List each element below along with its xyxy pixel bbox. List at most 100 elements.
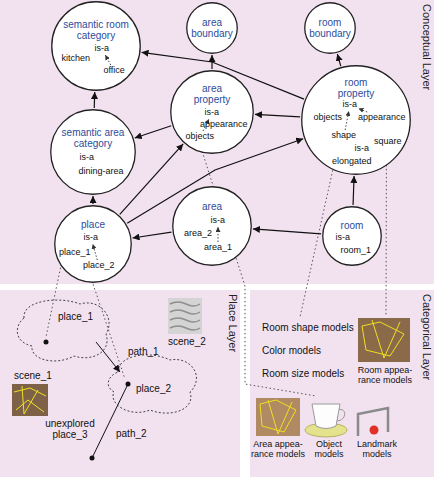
appearance-image bbox=[256, 398, 300, 436]
appearance-image bbox=[358, 318, 410, 362]
concept-arrow bbox=[92, 196, 93, 204]
leader-line bbox=[300, 143, 339, 317]
layer-title: Place Layer bbox=[226, 294, 239, 352]
scene-feature bbox=[22, 386, 38, 414]
concept-arrow bbox=[135, 126, 172, 138]
concept-name: area bbox=[187, 201, 237, 212]
instance-label: square bbox=[374, 137, 402, 147]
model-label: Landmark models bbox=[352, 440, 402, 460]
concept-arrow bbox=[211, 55, 212, 69]
concept-name: room boundary bbox=[305, 17, 355, 39]
concept-arrow bbox=[255, 114, 300, 117]
appearance-feature bbox=[268, 400, 292, 434]
circle-outline bbox=[172, 186, 252, 266]
instance-label: place_1 bbox=[59, 248, 91, 258]
place-dot bbox=[44, 340, 49, 345]
instance-label: place_2 bbox=[83, 261, 115, 271]
place-region bbox=[108, 355, 196, 413]
appearance-feature bbox=[372, 320, 400, 358]
circle-shape bbox=[173, 187, 252, 266]
concept-circle: room propertyobjectsis-aappearanceshapei… bbox=[301, 65, 411, 175]
instance-label: room_1 bbox=[341, 246, 372, 256]
concept-name: room property bbox=[331, 77, 381, 99]
circle-shape bbox=[52, 2, 141, 91]
concept-arrow bbox=[337, 54, 340, 66]
landmark-icon bbox=[358, 408, 388, 436]
isa-arrow bbox=[359, 108, 368, 112]
scene-image bbox=[168, 298, 202, 334]
instance-label: appearance bbox=[200, 120, 248, 130]
concept-arrow bbox=[94, 92, 96, 108]
layer-band: Place Layer bbox=[0, 290, 240, 477]
concept-arrow bbox=[133, 232, 172, 238]
path-arrow bbox=[96, 342, 120, 372]
model-label: Room appea- rance models bbox=[356, 366, 414, 386]
isa-arrow bbox=[93, 244, 98, 260]
circle-shape bbox=[302, 66, 411, 175]
instance-label: area_1 bbox=[204, 243, 232, 253]
model-label: Room size models bbox=[262, 368, 344, 379]
isa-arrow bbox=[345, 111, 349, 130]
concept-circle: area boundary bbox=[186, 2, 238, 54]
cup-handle bbox=[337, 409, 345, 421]
place-region bbox=[17, 300, 109, 361]
isa-label: is-a bbox=[343, 100, 358, 110]
concept-arrow bbox=[127, 139, 303, 224]
isa-label: is-a bbox=[205, 108, 220, 118]
path-line bbox=[92, 384, 128, 458]
concept-arrow bbox=[353, 176, 354, 205]
instance-label: appearance bbox=[358, 113, 406, 123]
instance-label: objects bbox=[186, 132, 215, 142]
instance-label: shape bbox=[332, 131, 357, 141]
scene-feature bbox=[14, 388, 46, 396]
concept-circle: placeis-aplace_1place_2 bbox=[54, 205, 132, 283]
layer-title: Conceptual Layer bbox=[420, 4, 433, 90]
isa-label: is-a bbox=[355, 144, 370, 154]
circle-shape bbox=[55, 206, 132, 283]
circle-shape bbox=[51, 110, 136, 195]
circle-shape bbox=[305, 3, 356, 54]
isa-label: is-a bbox=[95, 44, 110, 54]
concept-circle: room is-a room_1 bbox=[322, 206, 382, 266]
landmark-ball bbox=[370, 426, 379, 435]
leader-line bbox=[386, 125, 388, 315]
layer-band: Conceptual Layer semantic room category is… bbox=[0, 0, 434, 284]
place-layer-label: place_2 bbox=[136, 383, 171, 394]
concept-circle: semantic area categoryis-adining-area bbox=[50, 109, 136, 195]
concept-arrow bbox=[142, 52, 304, 99]
isa-label: is-a bbox=[211, 216, 226, 226]
concept-name: semantic area category bbox=[60, 127, 126, 149]
circle-shape bbox=[323, 207, 382, 266]
circle-shape bbox=[171, 71, 254, 154]
concept-name: area boundary bbox=[187, 17, 237, 39]
concept-name: area property bbox=[187, 83, 237, 105]
model-label: Object models bbox=[310, 440, 348, 460]
concept-name: place bbox=[68, 219, 118, 230]
instance-label: office bbox=[104, 66, 125, 76]
model-label: Color models bbox=[262, 345, 321, 356]
instance-label: dining-area bbox=[79, 167, 124, 177]
instance-label: objects bbox=[314, 113, 343, 123]
scene-texture bbox=[170, 302, 200, 330]
concept-arrow bbox=[253, 229, 321, 234]
concept-name: room bbox=[332, 220, 372, 231]
circle-shape bbox=[187, 3, 238, 54]
place-layer-label: path_2 bbox=[116, 428, 147, 439]
concept-circle: room boundary bbox=[304, 2, 356, 54]
concept-name: semantic room category bbox=[61, 19, 131, 41]
isa-arrow bbox=[105, 55, 110, 65]
circle-outline bbox=[54, 205, 132, 283]
place-layer-label: unexplored place_3 bbox=[40, 418, 100, 440]
model-label: Area appea- rance models bbox=[250, 440, 306, 460]
isa-label: is-a bbox=[336, 233, 351, 243]
concept-arrow bbox=[120, 144, 183, 214]
place-layer-label: path_1 bbox=[128, 346, 159, 357]
scene-feature bbox=[16, 400, 44, 412]
concept-circle: area property is-a appearance objects bbox=[170, 70, 254, 154]
circle-outline bbox=[322, 206, 382, 266]
place-layer-label: scene_1 bbox=[14, 370, 52, 381]
concept-circle: areais-aarea_2area_1 bbox=[172, 186, 252, 266]
leader-line bbox=[89, 273, 125, 379]
